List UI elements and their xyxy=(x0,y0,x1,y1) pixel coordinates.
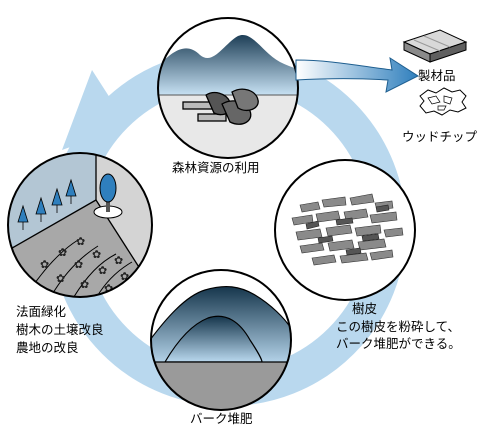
wood-chip-label: ウッドチップ xyxy=(402,129,478,144)
output-arrow xyxy=(295,56,420,93)
svg-text:✿: ✿ xyxy=(92,248,101,261)
tree-icon xyxy=(93,173,123,219)
svg-text:✿: ✿ xyxy=(56,272,65,285)
log-icon xyxy=(182,88,259,125)
svg-text:✿: ✿ xyxy=(80,278,89,291)
svg-text:✿: ✿ xyxy=(104,282,113,295)
wood-chip-icon xyxy=(419,87,467,116)
use-slope-greening: 法面緑化 xyxy=(16,304,67,319)
bark-desc-line1: この樹皮を粉砕して、 xyxy=(336,319,461,334)
forest-circle xyxy=(157,17,299,159)
svg-text:✿: ✿ xyxy=(114,254,123,267)
bark-desc-line2: バーク堆肥ができる。 xyxy=(336,336,461,351)
crop-plants: ✿ ✿ ✿ ✿ ✿ ✿ ✿ ✿ ✿ ✿ ✿ xyxy=(40,235,129,295)
svg-text:✿: ✿ xyxy=(58,246,67,259)
seedling-trees xyxy=(17,178,77,230)
uses-circle: ✿ ✿ ✿ ✿ ✿ ✿ ✿ ✿ ✿ ✿ ✿ xyxy=(7,152,153,298)
use-tree-soil: 樹木の土壌改良 xyxy=(16,322,104,337)
lumber-icon xyxy=(402,29,468,63)
bark-compost-label: バーク堆肥 xyxy=(190,411,253,426)
svg-text:✿: ✿ xyxy=(120,270,129,283)
bark-title-label: 樹皮 xyxy=(352,301,378,316)
svg-text:✿: ✿ xyxy=(76,235,85,248)
svg-text:✿: ✿ xyxy=(74,258,83,271)
forest-use-label: 森林資源の利用 xyxy=(172,160,260,175)
lumber-label: 製材品 xyxy=(418,68,456,83)
cycle-arrow-head xyxy=(62,70,128,150)
svg-text:✿: ✿ xyxy=(98,264,107,277)
compost-circle xyxy=(150,269,292,411)
use-farmland: 農地の改良 xyxy=(16,340,79,355)
svg-text:✿: ✿ xyxy=(40,258,49,271)
bark-pieces xyxy=(291,193,404,266)
bark-circle xyxy=(274,159,416,301)
